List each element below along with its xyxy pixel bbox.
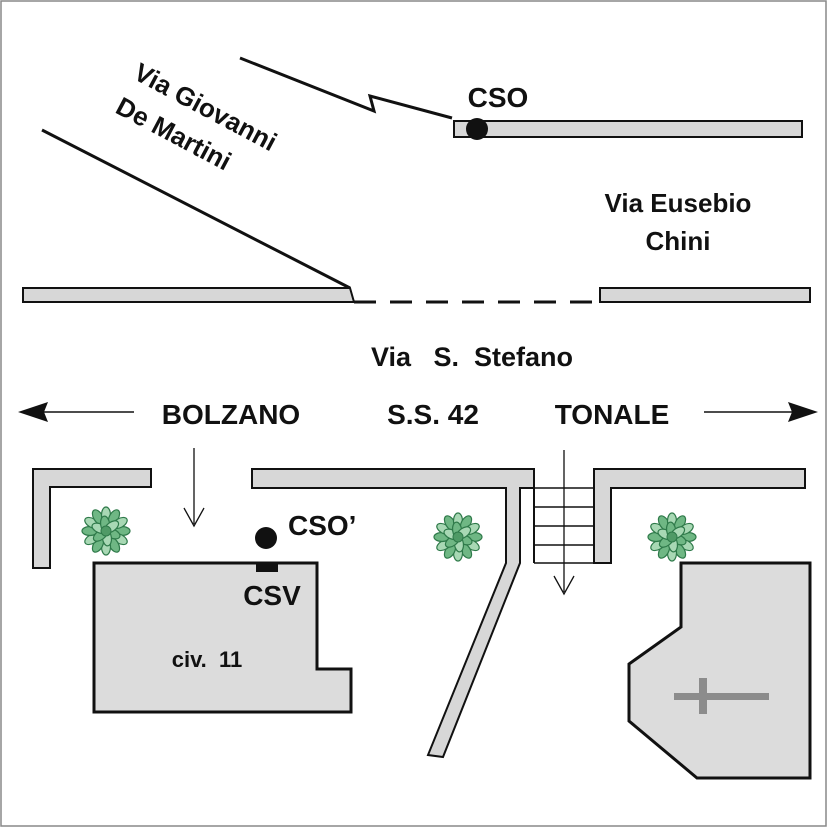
stefano-upper-road-right	[599, 287, 811, 303]
arrow-down-icon	[183, 448, 205, 528]
bolzano-label: BOLZANO	[162, 399, 300, 430]
eusebio-chini-curb	[239, 56, 453, 120]
tree-icon	[81, 506, 131, 556]
giovanni-de-martini-line	[41, 128, 351, 290]
cso-marker	[466, 118, 488, 140]
eusebio-label-line2: Chini	[646, 226, 711, 256]
tree-icon	[647, 512, 697, 562]
eusebio-chini-road	[453, 120, 803, 138]
tonale-label: TONALE	[555, 399, 670, 430]
lower-sidewalk-right	[593, 468, 806, 564]
building-label: civ. 11	[172, 647, 243, 672]
cso-label: CSO	[468, 82, 529, 113]
arrow-down-icon	[553, 450, 575, 596]
building-civ-11	[92, 561, 353, 714]
eusebio-label-line1: Via Eusebio	[605, 188, 752, 218]
arrow-right-icon	[704, 402, 818, 422]
stefano-upper-road-left	[22, 287, 356, 303]
cso-prime-marker	[255, 527, 277, 549]
ss42-label: S.S. 42	[387, 399, 479, 430]
church-building	[627, 561, 812, 780]
csv-label: CSV	[243, 580, 301, 611]
arrow-left-icon	[18, 402, 134, 422]
csv-marker	[256, 563, 278, 572]
tree-icon	[433, 512, 483, 562]
left-sidewalk	[32, 468, 152, 569]
cross-icon	[674, 678, 769, 714]
stefano-label: Via S. Stefano	[371, 342, 573, 372]
cso-prime-label: CSO’	[288, 510, 356, 541]
